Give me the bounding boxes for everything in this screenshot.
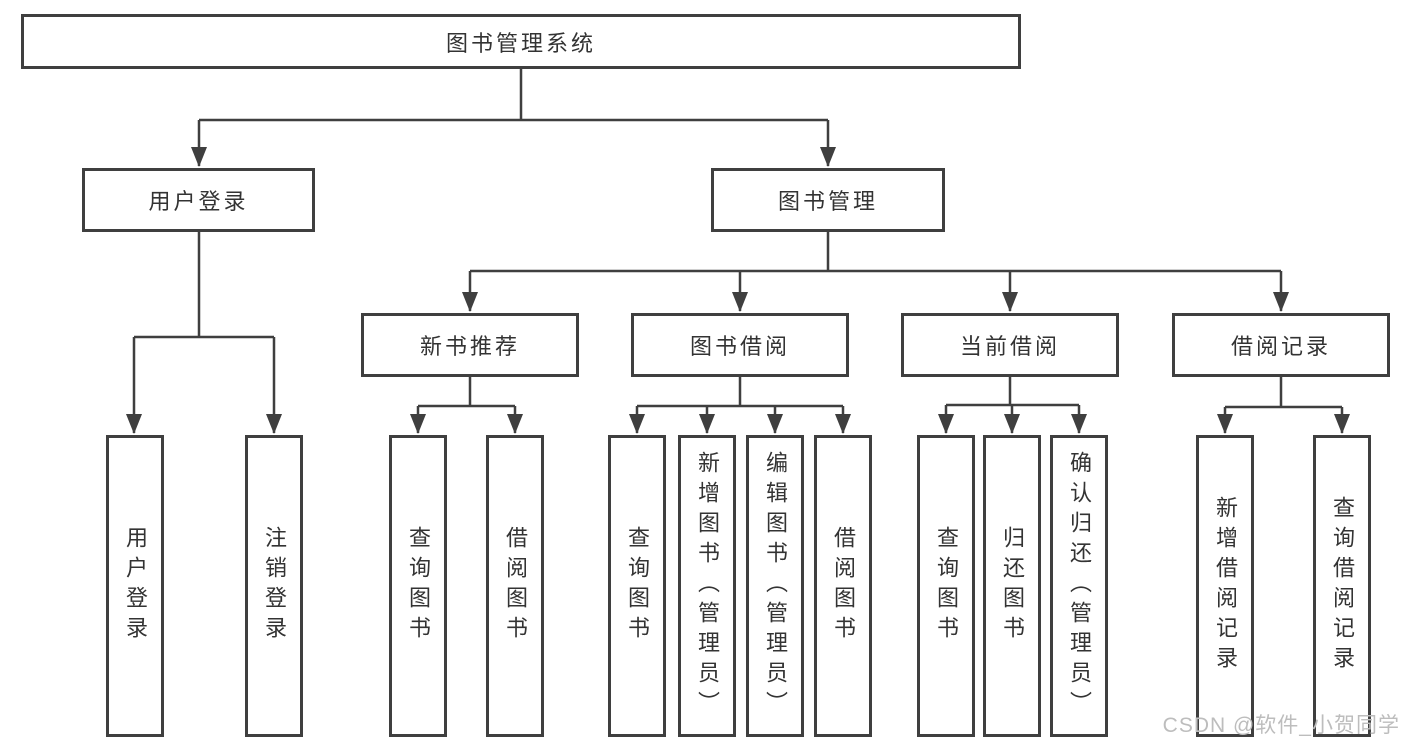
leaf-edit-books-admin: 编辑图书（管理员） xyxy=(746,435,804,737)
leaf-return-books: 归还图书 xyxy=(983,435,1041,737)
node-borrow-records-label: 借阅记录 xyxy=(1230,334,1331,359)
leaf-return-books-label: 归还图书 xyxy=(1000,526,1025,646)
node-current-borrow: 当前借阅 xyxy=(901,313,1119,377)
leaf-add-books-admin: 新增图书（管理员） xyxy=(678,435,736,737)
leaf-query-books-borrow-label: 查询图书 xyxy=(625,526,650,646)
node-new-book-recommend-label: 新书推荐 xyxy=(419,334,520,359)
node-book-management: 图书管理 xyxy=(711,168,945,232)
leaf-borrow-books: 借阅图书 xyxy=(814,435,872,737)
node-current-borrow-label: 当前借阅 xyxy=(959,334,1060,359)
leaf-query-books-recommend-label: 查询图书 xyxy=(406,526,431,646)
leaf-add-borrow-record: 新增借阅记录 xyxy=(1196,435,1254,737)
node-user-login-label: 用户登录 xyxy=(148,189,249,214)
leaf-confirm-return-admin-label: 确认归还（管理员） xyxy=(1067,451,1092,721)
leaf-user-login-label: 用户登录 xyxy=(123,526,148,646)
leaf-borrow-books-recommend: 借阅图书 xyxy=(486,435,544,737)
leaf-user-login: 用户登录 xyxy=(106,435,164,737)
node-book-borrow: 图书借阅 xyxy=(631,313,849,377)
node-book-borrow-label: 图书借阅 xyxy=(689,334,790,359)
node-root-label: 图书管理系统 xyxy=(445,30,596,56)
leaf-logout-label: 注销登录 xyxy=(262,526,287,646)
leaf-logout: 注销登录 xyxy=(245,435,303,737)
leaf-borrow-books-label: 借阅图书 xyxy=(831,526,856,646)
node-borrow-records: 借阅记录 xyxy=(1172,313,1390,377)
leaf-query-books-current-label: 查询图书 xyxy=(934,526,959,646)
leaf-borrow-books-recommend-label: 借阅图书 xyxy=(503,526,528,646)
leaf-query-borrow-record-label: 查询借阅记录 xyxy=(1330,496,1355,676)
leaf-edit-books-admin-label: 编辑图书（管理员） xyxy=(763,451,788,721)
node-root: 图书管理系统 xyxy=(21,14,1021,69)
leaf-confirm-return-admin: 确认归还（管理员） xyxy=(1050,435,1108,737)
node-book-management-label: 图书管理 xyxy=(777,189,878,214)
connector-lines xyxy=(134,69,1342,409)
leaf-query-borrow-record: 查询借阅记录 xyxy=(1313,435,1371,737)
node-user-login: 用户登录 xyxy=(82,168,315,232)
leaf-query-books-borrow: 查询图书 xyxy=(608,435,666,737)
leaf-query-books-recommend: 查询图书 xyxy=(389,435,447,737)
node-new-book-recommend: 新书推荐 xyxy=(361,313,579,377)
leaf-add-books-admin-label: 新增图书（管理员） xyxy=(695,451,720,721)
csdn-watermark: CSDN @软件_小贺同学 xyxy=(1162,714,1400,737)
leaf-add-borrow-record-label: 新增借阅记录 xyxy=(1213,496,1238,676)
leaf-query-books-current: 查询图书 xyxy=(917,435,975,737)
